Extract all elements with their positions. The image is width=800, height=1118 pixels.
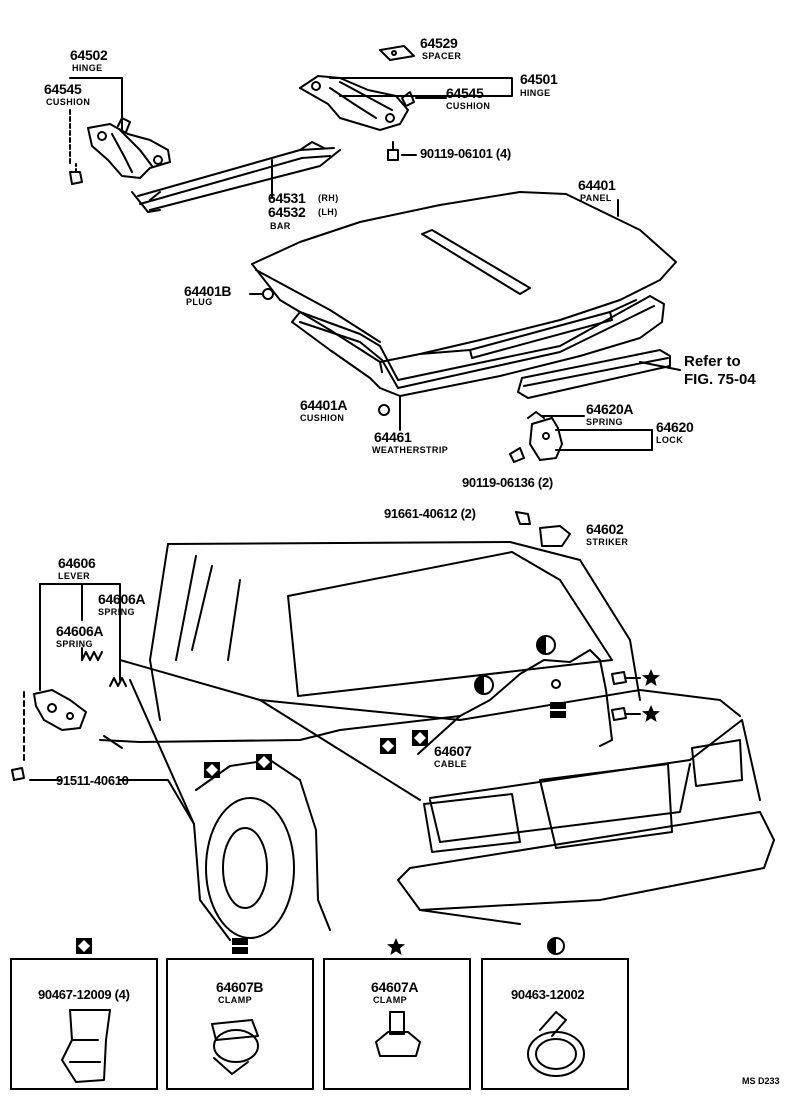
car-body-drawing bbox=[119, 541, 775, 941]
hinge-rh-drawing bbox=[299, 75, 409, 131]
legend-2-name: CLAMP bbox=[218, 995, 252, 1005]
label-plug-pn: 64401B bbox=[184, 283, 232, 299]
legend-3-pn: 64607A bbox=[371, 979, 419, 995]
label-lever-pn: 64606 bbox=[58, 555, 96, 571]
label-spring-lock-name: SPRING bbox=[586, 417, 623, 427]
legend-drawing-1 bbox=[61, 1009, 111, 1083]
label-cushion-rh-name: CUSHION bbox=[446, 101, 491, 111]
spring-2-drawing bbox=[109, 677, 127, 687]
legend-box-double-bar: 64607B CLAMP bbox=[166, 958, 314, 1090]
half-circle-icon bbox=[474, 675, 494, 695]
label-lock-name: LOCK bbox=[656, 435, 684, 445]
label-panel-pn: 64401 bbox=[578, 177, 616, 193]
weatherstrip-drawing bbox=[291, 295, 665, 397]
figure-code: MS D233 bbox=[742, 1076, 780, 1086]
star-icon bbox=[387, 938, 405, 955]
label-refer-line1: Refer to bbox=[684, 353, 741, 370]
hood-panel-drawing bbox=[251, 191, 677, 373]
label-bolt-striker-pn: 91661-40612 (2) bbox=[384, 506, 476, 521]
label-spacer-pn: 64529 bbox=[420, 35, 458, 51]
label-spring-2-name: SPRING bbox=[56, 639, 93, 649]
label-weatherstrip-name: WEATHERSTRIP bbox=[372, 445, 449, 455]
star-icon bbox=[642, 669, 660, 686]
double-bar-icon bbox=[232, 938, 248, 954]
plug-drawing bbox=[262, 288, 274, 300]
label-panel-name: PANEL bbox=[580, 193, 612, 203]
lever-drawing bbox=[33, 689, 87, 731]
legend-drawing-2 bbox=[211, 1019, 259, 1075]
label-weatherstrip-pn: 64461 bbox=[374, 429, 412, 445]
spacer-drawing bbox=[379, 45, 415, 61]
label-refer-line2: FIG. 75-04 bbox=[684, 371, 756, 388]
hinge-lh-drawing bbox=[87, 117, 171, 179]
label-spacer-name: SPACER bbox=[422, 51, 462, 61]
diamond-square-icon bbox=[412, 730, 428, 746]
legend-2-pn: 64607B bbox=[216, 979, 264, 995]
label-lock-pn: 64620 bbox=[656, 419, 694, 435]
diamond-square-icon bbox=[256, 754, 272, 770]
label-cushion-rh-pn: 64545 bbox=[446, 85, 484, 101]
diamond-square-icon bbox=[76, 938, 92, 954]
label-hinge-rh-name: HINGE bbox=[520, 88, 551, 98]
legend-box-half-circle: 90463-12002 bbox=[481, 958, 629, 1090]
torsion-bar-drawing bbox=[131, 141, 341, 213]
label-hinge-lh-name: HINGE bbox=[72, 63, 103, 73]
label-cable-pn: 64607 bbox=[434, 743, 472, 759]
legend-drawing-3 bbox=[375, 1011, 421, 1057]
symbols bbox=[76, 635, 660, 955]
label-spring-lock-pn: 64620A bbox=[586, 401, 634, 417]
label-plug-name: PLUG bbox=[186, 297, 213, 307]
spring-1-drawing bbox=[81, 651, 103, 661]
label-cushion-a-pn: 64401A bbox=[300, 397, 348, 413]
label-bar-rh-suffix: (RH) bbox=[318, 193, 339, 203]
label-bar-lh-suffix: (LH) bbox=[318, 207, 338, 217]
striker-drawing bbox=[539, 525, 571, 547]
label-bolt-lock-pn: 90119-06136 (2) bbox=[462, 475, 553, 490]
double-bar-icon bbox=[550, 702, 566, 718]
bolt-hinge-drawing bbox=[387, 141, 399, 161]
label-spring-1-name: SPRING bbox=[98, 607, 135, 617]
diamond-square-icon bbox=[204, 762, 220, 778]
legend-box-diamond-square: 90467-12009 (4) bbox=[10, 958, 158, 1090]
legend-3-name: CLAMP bbox=[373, 995, 407, 1005]
label-bolt-hinge-pn: 90119-06101 (4) bbox=[420, 146, 511, 161]
diamond-square-icon bbox=[380, 738, 396, 754]
legend-1-pn: 90467-12009 (4) bbox=[38, 987, 130, 1002]
label-bolt-lever-pn: 91511-40610 bbox=[56, 773, 129, 788]
label-cable-name: CABLE bbox=[434, 759, 467, 769]
label-striker-name: STRIKER bbox=[586, 537, 629, 547]
legend-4-pn: 90463-12002 bbox=[511, 987, 585, 1002]
half-circle-icon bbox=[536, 635, 556, 655]
label-bar-lh-pn: 64532 bbox=[268, 204, 306, 220]
cushion-lh-drawing bbox=[69, 163, 83, 185]
cable-drawing bbox=[99, 649, 613, 749]
lock-drawing bbox=[527, 411, 563, 461]
label-hinge-rh-pn: 64501 bbox=[520, 71, 558, 87]
star-icon bbox=[642, 705, 660, 722]
label-hinge-lh-pn: 64502 bbox=[70, 47, 108, 63]
cushion-a-drawing bbox=[378, 404, 390, 416]
label-spring-2-pn: 64606A bbox=[56, 623, 104, 639]
label-cushion-lh-name: CUSHION bbox=[46, 97, 91, 107]
label-cushion-a-name: CUSHION bbox=[300, 413, 345, 423]
legend-drawing-4 bbox=[527, 1011, 585, 1077]
label-bar-name: BAR bbox=[270, 221, 291, 231]
legend-box-star: 64607A CLAMP bbox=[323, 958, 471, 1090]
label-bar-rh-pn: 64531 bbox=[268, 190, 306, 206]
label-striker-pn: 64602 bbox=[586, 521, 624, 537]
half-circle-icon bbox=[547, 937, 565, 955]
label-spring-1-pn: 64606A bbox=[98, 591, 146, 607]
label-cushion-lh-pn: 64545 bbox=[44, 81, 82, 97]
label-lever-name: LEVER bbox=[58, 571, 91, 581]
